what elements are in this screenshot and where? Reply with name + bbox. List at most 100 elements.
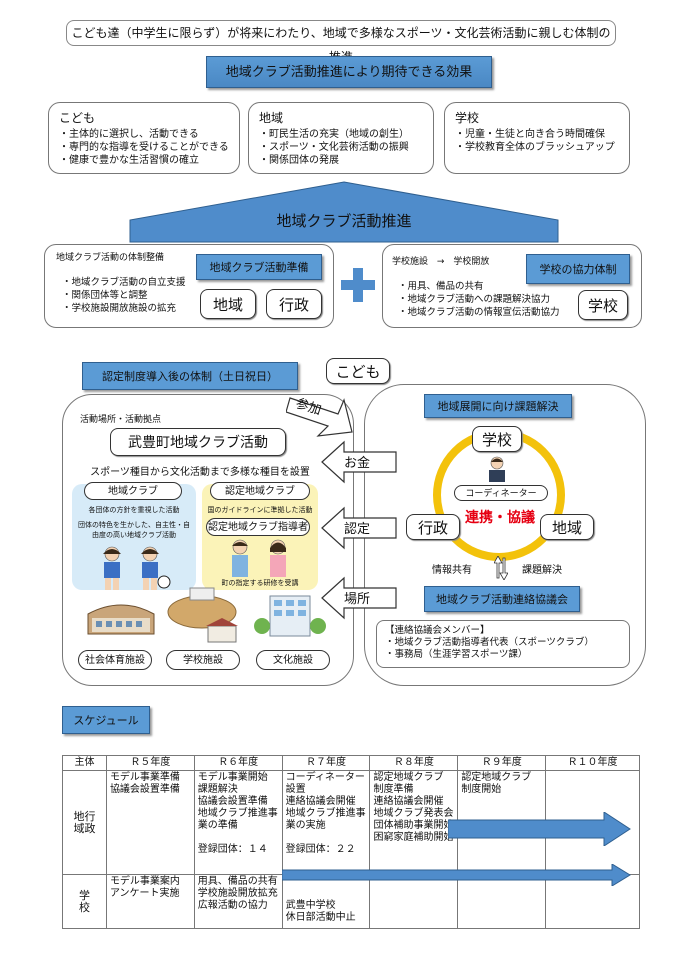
left-panel-heading: 地域クラブ活動の体制整備 (56, 253, 165, 263)
row-label: 地行 域政 (62, 770, 107, 875)
council-members-box: 【連絡協議会メンバー】 ・地域クラブ活動指導者代表（スポーツクラブ） ・事務局（… (376, 620, 630, 668)
effect-item: 専門的な指導を受けることができる (69, 141, 229, 154)
schedule-header: Ｒ８年度 (369, 755, 459, 771)
council-member: ・地域クラブ活動指導者代表（スポーツクラブ） (385, 637, 594, 648)
effect-item: スポーツ・文化芸術活動の振興 (269, 141, 423, 154)
circle-gakko: 学校 (472, 426, 522, 452)
schedule-cell (545, 874, 640, 929)
chiiki-button: 地域 (200, 289, 256, 319)
local-club-title: 地域クラブ (84, 482, 182, 500)
right-panel-list: 用具、備品の共有 地域クラブ活動への課題解決協力 地域クラブ活動の情報宣伝活動協… (398, 280, 560, 319)
circle-gyosei: 行政 (406, 514, 460, 540)
left-panel-item: 学校施設開放施設の拡充 (72, 302, 186, 315)
gym-illustration (87, 604, 155, 635)
school-ground-illustration (167, 587, 238, 643)
club-subtitle: スポーツ種目から文化活動まで多様な種目を設置 (90, 467, 310, 478)
issue-solve-label: 課題解決 (522, 565, 562, 576)
coordinator-label: コーディネーター (454, 485, 548, 501)
facility-3: 文化施設 (256, 650, 330, 670)
gakko-button: 学校 (578, 290, 628, 320)
right-panel-heading: 学校施設 → 学校開放 (392, 256, 489, 268)
effect-title: 学校 (455, 111, 480, 125)
local-club-line1: 各団体の方針を重視した活動 (88, 506, 180, 514)
schedule-header: Ｒ９年度 (457, 755, 547, 771)
schedule-cell: コーディネーター設置連絡協議会開催地域クラブ推進事業の実施登録団体：２２ (281, 770, 371, 875)
coordinator-icon (489, 456, 505, 482)
right-panel-item: 用具、備品の共有 (408, 280, 560, 293)
cert-club-line1: 国のガイドラインに準拠した活動 (207, 506, 313, 514)
schedule-header: Ｒ１０年度 (545, 755, 640, 771)
plus-icon (341, 268, 375, 302)
council-members-title: 【連絡協議会メンバー】 (385, 625, 490, 636)
council-label: 地域クラブ活動連絡協議会 (424, 586, 580, 612)
effect-item: 関係団体の発展 (269, 154, 423, 167)
schedule-header-row: 主体 Ｒ５年度 Ｒ６年度 Ｒ７年度 Ｒ８年度 Ｒ９年度 Ｒ１０年度 (62, 755, 640, 771)
local-club-card (72, 484, 196, 590)
schedule-arrow-gov (448, 812, 631, 846)
effects-banner: 地域クラブ活動推進により期待できる効果 (206, 56, 492, 88)
left-panel-item: 地域クラブ活動の自立支援 (72, 276, 186, 289)
right-panel-tag: 学校の協力体制 (526, 254, 630, 284)
left-panel-item: 関係団体等と調整 (72, 289, 186, 302)
players-illustration (103, 546, 171, 590)
council-member: ・事務局（生涯学習スポーツ課） (385, 649, 528, 660)
effect-item: 学校教育全体のブラッシュアップ (465, 141, 619, 154)
left-panel-list: 地域クラブ活動の自立支援 関係団体等と調整 学校施設開放施設の拡充 (62, 276, 186, 315)
updown-arrow-icon (494, 556, 508, 580)
effect-item: 町民生活の充実（地域の創生） (269, 128, 423, 141)
effect-item: 健康で豊かな生活習慣の確立 (69, 154, 229, 167)
cert-club-card (202, 484, 318, 590)
local-club-line2: 団体の特色を生かした、自主性・自由度の高い地域クラブ活動 (78, 521, 190, 539)
right-panel-item: 地域クラブ活動の情報宣伝活動協力 (408, 306, 560, 319)
facility-2: 学校施設 (166, 650, 240, 670)
facility-1: 社会体育施設 (78, 650, 152, 670)
cooperation-label: 連携・協議 (465, 510, 535, 526)
culture-building-illustration (254, 595, 326, 637)
gyosei-button: 行政 (266, 289, 322, 319)
promotion-label: 地域クラブ活動推進 (276, 212, 412, 230)
promotion-triangle (129, 181, 559, 243)
effect-item: 主体的に選択し、活動できる (69, 128, 229, 141)
kodomo-badge: こども (326, 358, 390, 384)
schedule-row-school: 学 校 モデル事業案内アンケート実施 用具、備品の共有学校施設開放拡充広報活動の… (62, 874, 640, 929)
circle-chiiki: 地域 (540, 514, 594, 540)
sanka-arrow (286, 397, 353, 437)
heading-a: 学校施設 (392, 257, 429, 267)
effect-box-chiiki: 地域 町民生活の充実（地域の創生） スポーツ・文化芸術活動の振興 関係団体の発展 (248, 102, 434, 174)
page-title: こども達（中学生に限らず）が将来にわたり、地域で多様なスポーツ・文化芸術活動に親… (66, 20, 616, 64)
leaders-illustration (232, 539, 286, 577)
arrow-label-place: 場所 (344, 592, 371, 607)
schedule-header: 主体 (62, 755, 107, 771)
schedule-arrow-school (282, 864, 631, 886)
right-panel-item: 地域クラブ活動への課題解決協力 (408, 293, 560, 306)
cert-club-leader: 認定地域クラブ指導者 (206, 518, 310, 536)
heading-b: 学校開放 (453, 257, 490, 267)
cert-club-title: 認定地域クラブ (210, 482, 310, 500)
row-label: 学 校 (62, 874, 107, 929)
activity-area (62, 394, 354, 686)
schedule-cell: 用具、備品の共有学校施設開放拡充広報活動の協力 (193, 874, 283, 929)
arrow-label-money: お金 (344, 456, 371, 471)
schedule-cell: モデル事業開始課題解決協議会設置準備地域クラブ推進事業の準備登録団体：１４ (193, 770, 283, 875)
left-panel-tag: 地域クラブ活動準備 (196, 254, 322, 280)
effect-title: こども (59, 111, 96, 125)
arrow-label-cert: 認定 (344, 522, 371, 537)
system-label: 認定制度導入後の体制（土日祝日） (82, 362, 298, 390)
club-name-box: 武豊町地域クラブ活動 (110, 428, 286, 456)
arrow-right-icon: → (436, 257, 445, 267)
schedule-cell: 武豊中学校休日部活動中止 (281, 874, 371, 929)
effect-box-kodomo: こども 主体的に選択し、活動できる 専門的な指導を受けることができる 健康で豊か… (48, 102, 240, 174)
schedule-table: 主体 Ｒ５年度 Ｒ６年度 Ｒ７年度 Ｒ８年度 Ｒ９年度 Ｒ１０年度 地行 域政 … (62, 755, 640, 929)
schedule-label: スケジュール (62, 706, 150, 734)
schedule-header: Ｒ６年度 (193, 755, 283, 771)
support-arrows (321, 440, 397, 620)
schedule-header: Ｒ５年度 (105, 755, 195, 771)
schedule-cell: モデル事業準備協議会設置準備 (105, 770, 195, 875)
schedule-cell: 認定地域クラブ制度準備連絡協議会開催地域クラブ発表会団体補助事業開始困窮家庭補助… (369, 770, 459, 875)
info-share-label: 情報共有 (432, 565, 472, 576)
schedule-cell: モデル事業案内アンケート実施 (105, 874, 195, 929)
issue-label: 地域展開に向け課題解決 (424, 394, 572, 418)
effect-item: 児童・生徒と向き合う時間確保 (465, 128, 619, 141)
effect-title: 地域 (259, 111, 284, 125)
effect-box-gakko: 学校 児童・生徒と向き合う時間確保 学校教育全体のブラッシュアップ (444, 102, 630, 174)
